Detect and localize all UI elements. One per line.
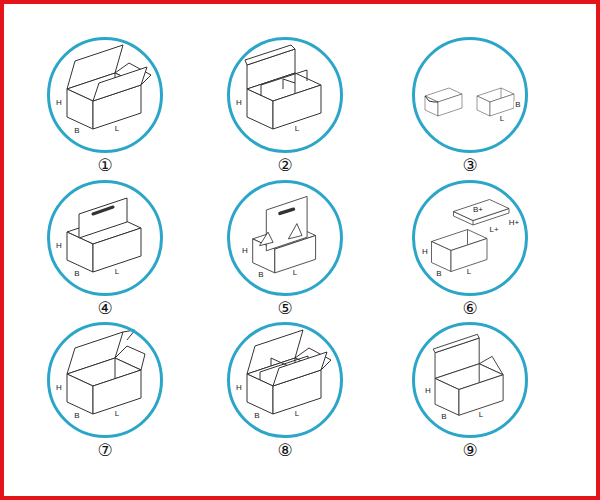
figure-circle: HL②: [227, 37, 343, 153]
dimension-letter: B: [73, 270, 80, 278]
callout-number: ⑤: [277, 299, 292, 318]
dimension-letter: H: [235, 99, 243, 107]
callout-number: ⑦: [97, 441, 112, 460]
figure-circle: HBL⑤: [227, 180, 343, 296]
dimension-letter: L: [114, 268, 120, 276]
dimension-letter: B: [73, 412, 80, 420]
figure-circle: HBL①: [47, 37, 163, 153]
dimension-letter: L: [114, 125, 120, 133]
figure-circle: HBLB+L+H+⑥: [412, 180, 528, 296]
dimension-letter: L: [294, 125, 300, 133]
dimension-letter: L: [114, 410, 120, 418]
dimension-letter: L: [499, 115, 505, 123]
dimension-letter: B+: [472, 206, 484, 214]
dimension-letter: H: [421, 248, 429, 256]
callout-number: ①: [97, 156, 112, 175]
divider-box: [247, 330, 331, 414]
dimension-letter: B: [253, 412, 260, 420]
callout-number: ⑧: [277, 441, 292, 460]
callout-number: ⑥: [462, 299, 477, 318]
figure-circle: HBL⑦: [47, 322, 163, 438]
callout-number: ⑨: [462, 441, 477, 460]
figure-circle: HBL⑧: [227, 322, 343, 438]
dimension-letter: H: [55, 242, 63, 250]
dimension-letter: B: [257, 271, 264, 279]
dimension-letter: H: [55, 99, 63, 107]
gable-box: [67, 198, 141, 272]
figure-circle: HBL⑨: [412, 322, 528, 438]
dimension-letter: L: [294, 410, 300, 418]
dimension-letter: L: [478, 411, 484, 419]
figure-circle: HBL④: [47, 180, 163, 296]
callout-number: ②: [277, 156, 292, 175]
dimension-letter: H: [235, 384, 243, 392]
dimension-letter: H: [424, 387, 432, 395]
callout-number: ④: [97, 299, 112, 318]
display-box: [245, 45, 321, 129]
dimension-letter: L+: [488, 226, 499, 234]
dimension-letter: L: [292, 269, 298, 277]
dimension-letter: H+: [508, 219, 520, 227]
mailer-box: [433, 334, 503, 415]
dimension-letter: H: [241, 247, 249, 255]
dimension-letter: B: [440, 413, 447, 421]
lid-box: [432, 200, 510, 272]
dimension-letter: H: [55, 384, 63, 392]
dimension-letter: B: [73, 127, 80, 135]
two-boxes: [425, 88, 514, 116]
dimension-letter: B: [435, 270, 442, 278]
dimension-letter: L: [466, 268, 472, 276]
tuck-box: [67, 330, 145, 414]
bottle-carrier: [253, 196, 316, 273]
dimension-letter: B: [514, 101, 521, 109]
callout-number: ③: [462, 156, 477, 175]
figure-circle: LB③: [412, 37, 528, 153]
rsc-box: [67, 45, 151, 129]
